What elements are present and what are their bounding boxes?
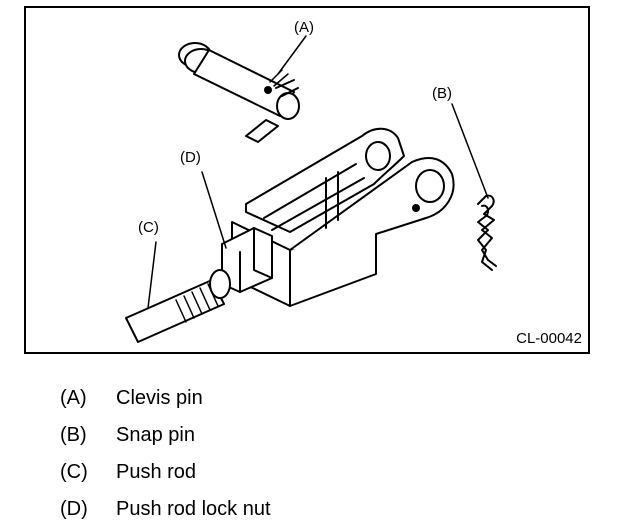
diagram-frame: (A) (B) (C) (D) CL-00042 <box>24 6 590 354</box>
legend-label: Push rod lock nut <box>116 498 271 520</box>
legend-label: Clevis pin <box>116 387 203 409</box>
snap-pin <box>477 194 497 271</box>
legend-item: (D) Push rod lock nut <box>60 491 271 528</box>
legend-key: (C) <box>60 461 88 483</box>
leader-line-c <box>147 241 157 309</box>
legend-item: (B) Snap pin <box>60 417 271 454</box>
callout-d: (D) <box>180 149 201 166</box>
legend-label: Push rod <box>116 461 197 483</box>
legend-label: Snap pin <box>116 424 195 446</box>
callout-a: (A) <box>294 19 314 36</box>
clevis-yoke <box>231 127 455 307</box>
figure-id: CL-00042 <box>516 330 582 347</box>
legend-key: (D) <box>60 498 88 520</box>
legend-key: (A) <box>60 387 87 409</box>
legend-item: (A) Clevis pin <box>60 380 271 417</box>
lock-nut <box>221 227 273 293</box>
legend: (A) Clevis pin (B) Snap pin (C) Push rod (D… <box>60 380 271 528</box>
leader-line-b <box>451 103 489 199</box>
leader-line-d <box>201 171 227 249</box>
legend-item: (C) Push rod <box>60 454 271 491</box>
callout-c: (C) <box>138 219 159 236</box>
callout-b: (B) <box>432 85 452 102</box>
clevis-assembly-drawing <box>125 35 497 343</box>
push-rod <box>125 269 231 343</box>
leader-line-a <box>277 35 307 75</box>
legend-key: (B) <box>60 424 87 446</box>
clevis-pin <box>178 42 300 143</box>
